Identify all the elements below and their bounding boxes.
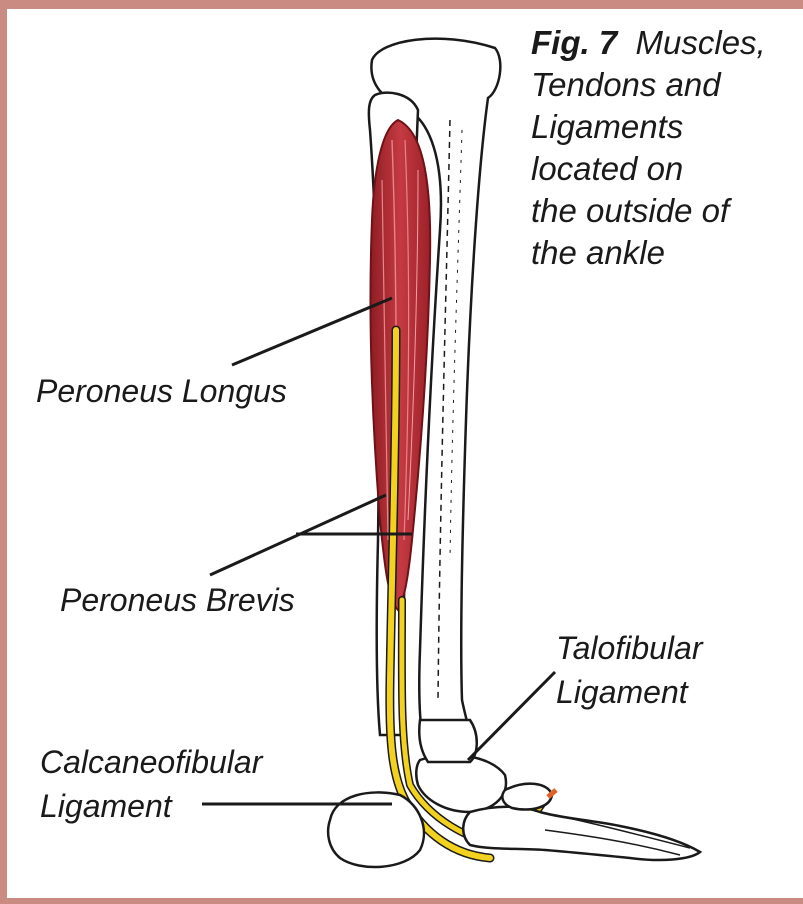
- peroneus-longus-label: Peroneus Longus: [36, 371, 287, 411]
- figure-caption: Fig. 7 Muscles, Tendons and Ligaments lo…: [531, 22, 803, 274]
- talofibular-label-line-2: Ligament: [556, 672, 688, 712]
- caption-line-5: the outside of: [531, 190, 803, 232]
- caption-first-line: Fig. 7 Muscles,: [531, 22, 803, 64]
- caption-line-3: Ligaments: [531, 106, 803, 148]
- peroneus-longus-pointer: [232, 298, 392, 365]
- talofibular-pointer: [468, 672, 555, 760]
- foot-bones: [328, 720, 700, 867]
- figure-number: Fig. 7: [531, 24, 617, 61]
- caption-line-2: Tendons and: [531, 64, 803, 106]
- caption-line-1: Muscles,: [636, 24, 766, 61]
- caption-line-4: located on: [531, 148, 803, 190]
- calcaneofibular-label-line-1: Calcaneofibular: [40, 742, 262, 782]
- talofibular-label-line-1: Talofibular: [556, 628, 702, 668]
- calcaneofibular-label-line-2: Ligament: [40, 786, 172, 826]
- caption-line-6: the ankle: [531, 232, 803, 274]
- peroneus-brevis-label: Peroneus Brevis: [60, 580, 295, 620]
